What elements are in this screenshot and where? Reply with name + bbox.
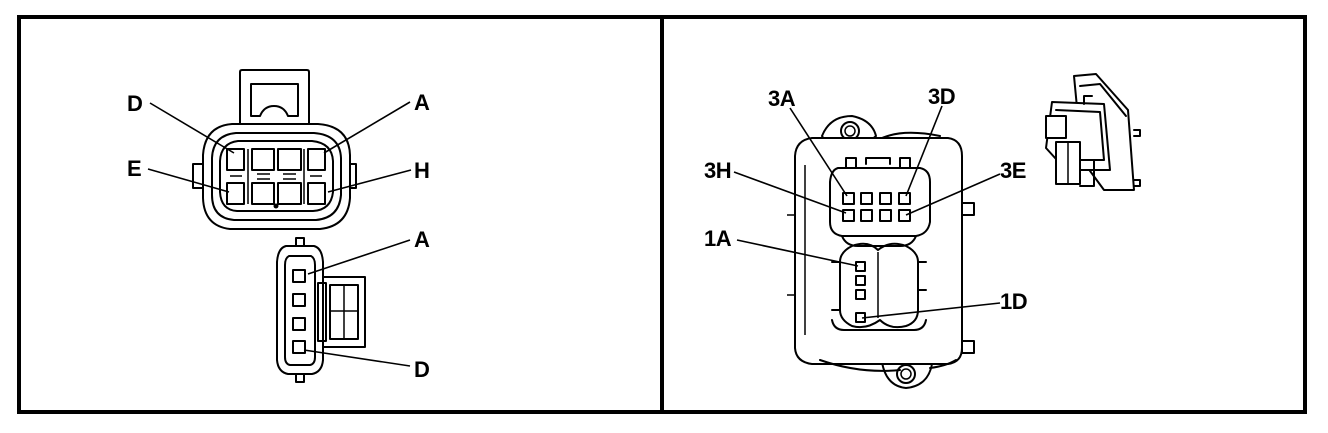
pin-label-h: H (414, 158, 429, 183)
left-panel: D A E H A D (127, 69, 431, 383)
pin-label-a-top: A (414, 90, 430, 115)
pin-label-1d: 1D (1000, 289, 1027, 314)
pin-label-3d: 3D (928, 84, 955, 109)
pin-label-a-lower: A (414, 227, 430, 252)
module-body (787, 115, 975, 389)
pin-label-d-lower: D (414, 357, 429, 382)
pin-label-e: E (127, 156, 141, 181)
right-panel: 3A 3D 3H 3E 1A 1D (704, 73, 1141, 389)
pin-label-3h: 3H (704, 158, 731, 183)
key-dot (273, 203, 279, 209)
pin-label-3e: 3E (1000, 158, 1026, 183)
pin-label-1a: 1A (704, 226, 732, 251)
lower-cavity-column (855, 261, 866, 323)
pin-label-3a: 3A (768, 86, 796, 111)
eight-way-connector (192, 69, 357, 230)
four-way-connector (276, 237, 366, 383)
terminal-cavity-row-bottom (226, 182, 326, 205)
terminal-cavity-row-top (226, 148, 326, 171)
upper-cavity-grid (842, 192, 911, 222)
pin-label-d-top: D (127, 91, 142, 116)
module-side-view (1045, 73, 1141, 191)
